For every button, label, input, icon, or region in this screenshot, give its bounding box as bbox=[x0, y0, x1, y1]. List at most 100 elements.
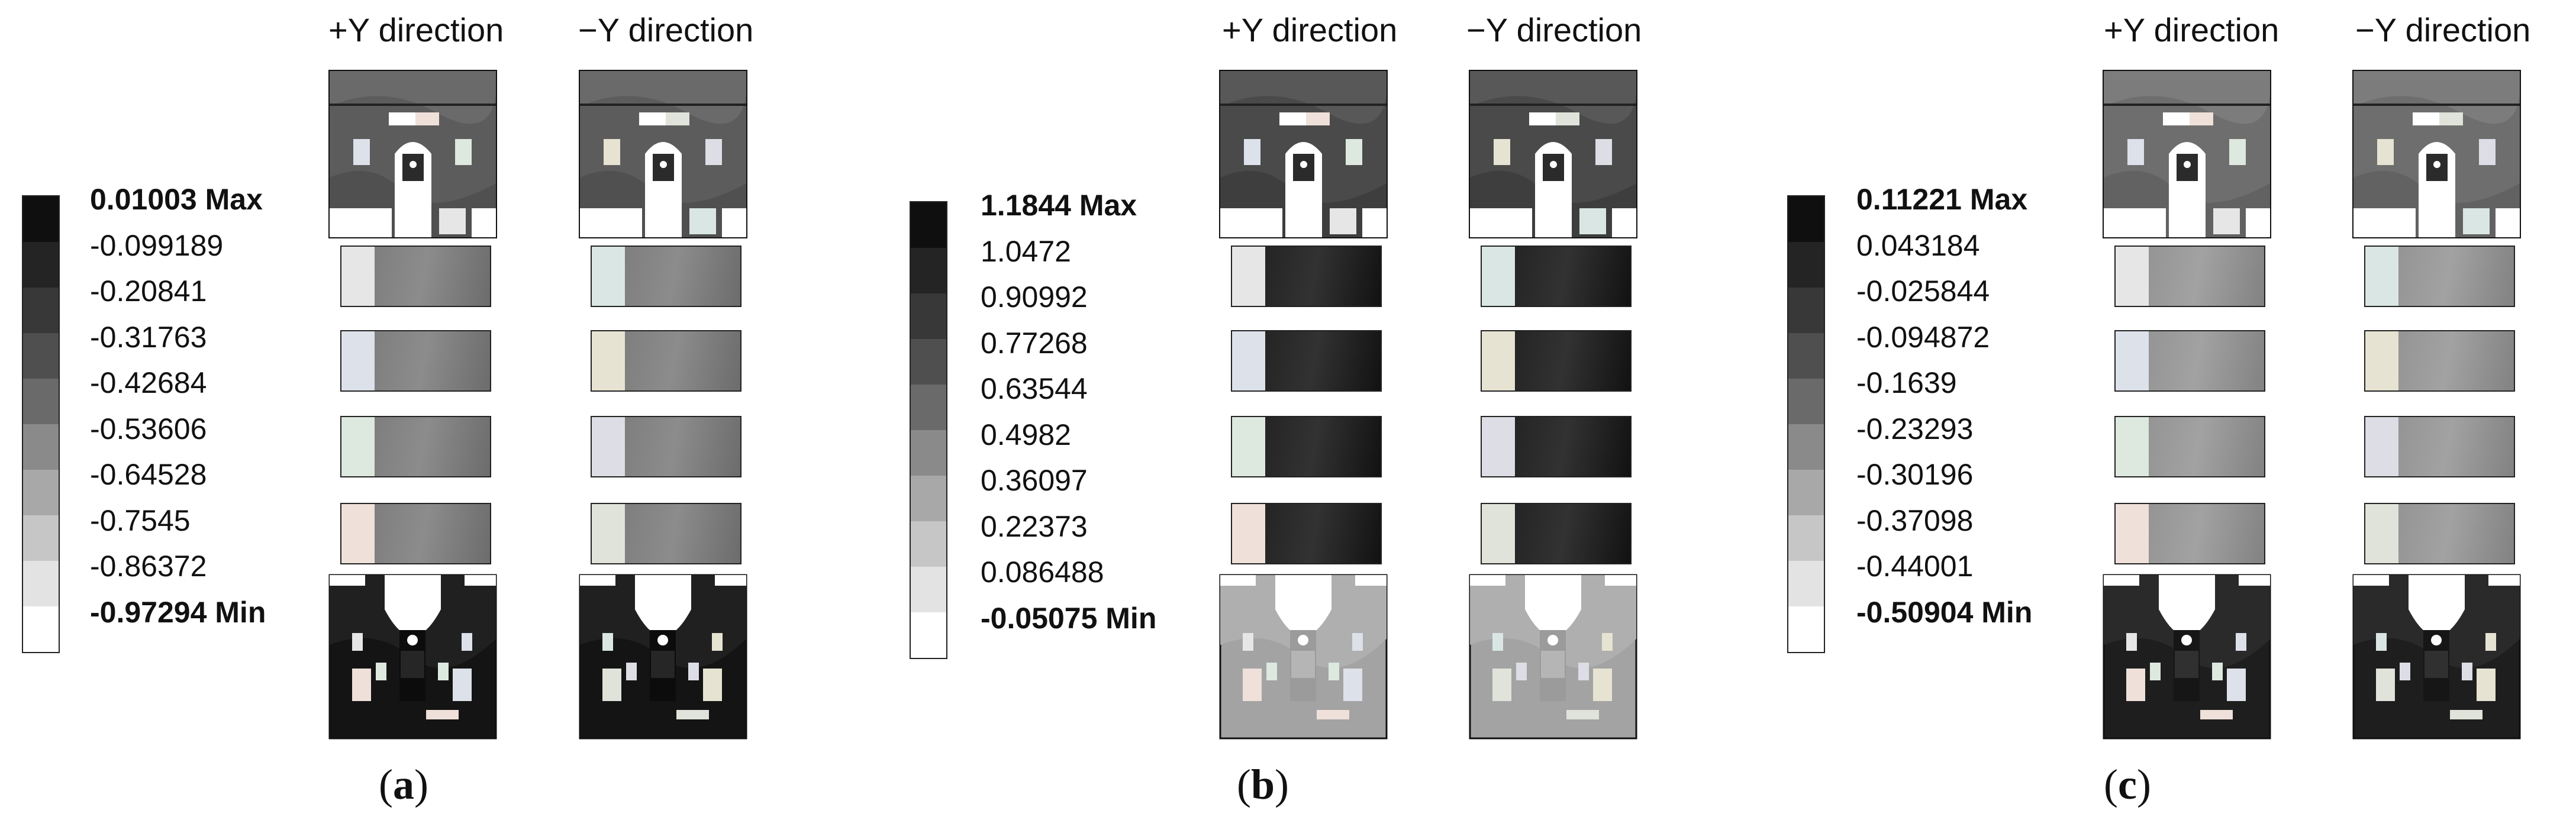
legend-value: -0.64528 bbox=[90, 458, 207, 491]
contact-strip bbox=[591, 330, 741, 392]
strip-pad bbox=[1232, 247, 1265, 306]
strip-pad bbox=[1482, 504, 1515, 563]
strip-pad bbox=[1482, 247, 1515, 306]
contact-strip bbox=[1231, 416, 1382, 477]
contact-strip bbox=[1231, 246, 1382, 307]
contact-strip bbox=[2114, 416, 2265, 477]
contact-strip bbox=[2364, 246, 2515, 307]
legend-swatch bbox=[911, 339, 946, 385]
contact-strip bbox=[591, 246, 741, 307]
legend-swatch bbox=[23, 424, 59, 470]
strip-pad bbox=[2365, 247, 2398, 306]
legend-swatch bbox=[1788, 606, 1824, 652]
header-minus-y: −Y direction bbox=[1466, 11, 1642, 49]
legend-swatch bbox=[1788, 561, 1824, 606]
contact-strip bbox=[1481, 330, 1632, 392]
contact-strip bbox=[1481, 503, 1632, 564]
legend-value: -0.31763 bbox=[90, 320, 207, 354]
strip-pad bbox=[1232, 417, 1265, 476]
legend-swatch bbox=[911, 612, 946, 658]
legend-swatch bbox=[23, 561, 59, 606]
strip-pad bbox=[2365, 417, 2398, 476]
legend-swatch bbox=[23, 515, 59, 561]
legend-value: 0.01003 Max bbox=[90, 183, 263, 216]
strip-pad bbox=[2365, 331, 2398, 390]
legend-value: -0.1639 bbox=[1856, 366, 1957, 399]
legend-swatch bbox=[23, 470, 59, 515]
legend-value: 1.0472 bbox=[981, 234, 1071, 268]
top-plate bbox=[2103, 70, 2271, 238]
legend-value: -0.30196 bbox=[1856, 458, 1974, 491]
contact-strip bbox=[2364, 330, 2515, 392]
legend-value: 0.043184 bbox=[1856, 228, 1980, 262]
strip-pad bbox=[341, 417, 375, 476]
legend-value: -0.44001 bbox=[1856, 550, 1974, 583]
top-plate bbox=[579, 70, 747, 238]
legend-value: -0.97294 Min bbox=[90, 595, 266, 629]
legend-swatch bbox=[1788, 333, 1824, 379]
legend-value: 0.086488 bbox=[981, 556, 1104, 589]
legend-value: -0.23293 bbox=[1856, 412, 1974, 445]
top-plate bbox=[1469, 70, 1637, 238]
legend-value: -0.094872 bbox=[1856, 320, 1990, 354]
header-plus-y: +Y direction bbox=[328, 11, 504, 49]
legend-value: 0.11221 Max bbox=[1856, 183, 2028, 216]
legend-swatch bbox=[911, 248, 946, 293]
strip-pad bbox=[1482, 331, 1515, 390]
legend-value: 0.22373 bbox=[981, 509, 1088, 543]
header-minus-y: −Y direction bbox=[578, 11, 754, 49]
legend-swatch bbox=[23, 379, 59, 424]
legend-swatch bbox=[911, 476, 946, 521]
legend-swatch bbox=[911, 567, 946, 612]
legend-value: -0.37098 bbox=[1856, 503, 1974, 537]
strip-pad bbox=[1232, 331, 1265, 390]
contact-strip bbox=[340, 416, 491, 477]
strip-pad bbox=[2116, 247, 2149, 306]
contact-strip bbox=[2114, 330, 2265, 392]
legend-value: 1.1844 Max bbox=[981, 189, 1137, 222]
legend-swatch bbox=[1788, 379, 1824, 424]
panel-caption: (a) bbox=[379, 761, 428, 808]
contact-strip bbox=[340, 503, 491, 564]
legend-swatch bbox=[1788, 242, 1824, 288]
legend-swatch bbox=[911, 293, 946, 339]
contact-strip bbox=[591, 503, 741, 564]
strip-pad bbox=[2116, 504, 2149, 563]
contact-strip bbox=[1481, 246, 1632, 307]
legend-swatch bbox=[23, 196, 59, 242]
legend-value: -0.50904 Min bbox=[1856, 595, 2033, 629]
strip-pad bbox=[2116, 331, 2149, 390]
strip-pad bbox=[592, 417, 625, 476]
strip-pad bbox=[341, 247, 375, 306]
legend-colorbar bbox=[910, 201, 947, 659]
strip-pad bbox=[592, 331, 625, 390]
contact-strip bbox=[2364, 503, 2515, 564]
contact-strip bbox=[1231, 330, 1382, 392]
legend-swatch bbox=[1788, 424, 1824, 470]
legend-swatch bbox=[23, 288, 59, 333]
strip-pad bbox=[592, 504, 625, 563]
legend-value: -0.86372 bbox=[90, 550, 207, 583]
contact-strip bbox=[340, 246, 491, 307]
bottom-plate bbox=[2103, 574, 2271, 740]
panel-caption: (b) bbox=[1237, 761, 1289, 808]
contact-strip bbox=[2364, 416, 2515, 477]
legend-colorbar bbox=[1787, 195, 1825, 653]
top-plate bbox=[1219, 70, 1388, 238]
legend-value: -0.05075 Min bbox=[981, 601, 1157, 635]
legend-value: 0.77268 bbox=[981, 326, 1088, 360]
legend-value: -0.025844 bbox=[1856, 275, 1990, 308]
strip-pad bbox=[2365, 504, 2398, 563]
legend-value: -0.7545 bbox=[90, 503, 191, 537]
contact-strip bbox=[2114, 246, 2265, 307]
contact-strip bbox=[2114, 503, 2265, 564]
legend-value: 0.63544 bbox=[981, 372, 1088, 405]
header-plus-y: +Y direction bbox=[1222, 11, 1398, 49]
strip-pad bbox=[2116, 417, 2149, 476]
top-plate bbox=[2352, 70, 2521, 238]
contact-strip bbox=[1481, 416, 1632, 477]
strip-pad bbox=[1482, 417, 1515, 476]
legend-value: -0.53606 bbox=[90, 412, 207, 445]
top-plate bbox=[328, 70, 497, 238]
legend-value: 0.36097 bbox=[981, 464, 1088, 497]
